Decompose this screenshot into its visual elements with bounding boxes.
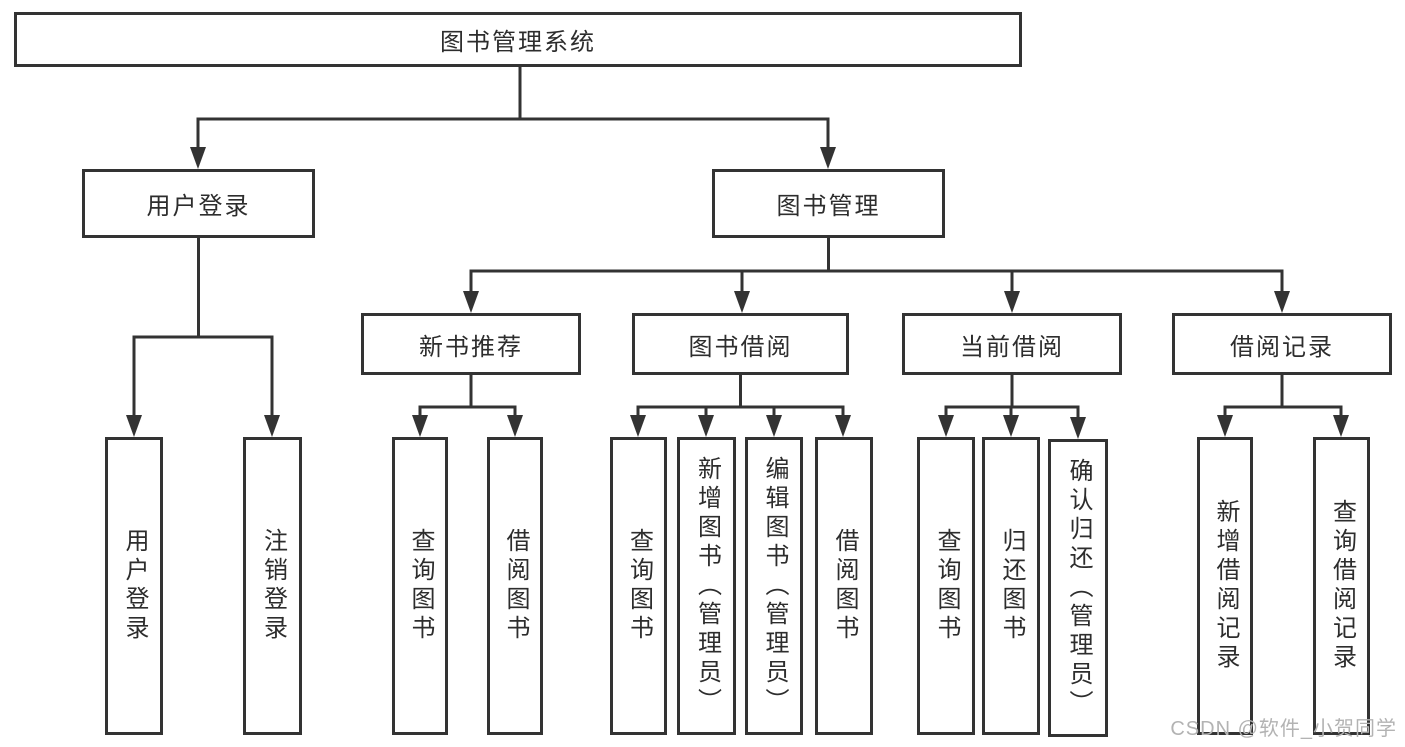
leaf-recommend-query-books: 查询图书 — [392, 437, 448, 735]
leaf-recommend-borrow-books: 借阅图书 — [487, 437, 543, 735]
node-current-borrow: 当前借阅 — [902, 313, 1122, 375]
node-root-label: 图书管理系统 — [440, 29, 596, 56]
leaf-confirm-return-admin: 确认归还（管理员） — [1048, 439, 1108, 737]
leaf-borrow-query-books-label: 查询图书 — [625, 528, 653, 644]
leaf-logout-label: 注销登录 — [259, 528, 287, 644]
leaf-borrow-query-books: 查询图书 — [610, 437, 667, 735]
leaf-add-book-admin: 新增图书（管理员） — [677, 437, 736, 735]
node-new-book-recommend-label: 新书推荐 — [419, 333, 523, 361]
node-root: 图书管理系统 — [14, 12, 1022, 67]
leaf-return-books: 归还图书 — [982, 437, 1040, 735]
leaf-logout: 注销登录 — [243, 437, 302, 735]
leaf-current-query-books-label: 查询图书 — [933, 528, 960, 644]
node-user-login: 用户登录 — [82, 169, 315, 238]
leaf-add-book-admin-label: 新增图书（管理员） — [693, 455, 721, 717]
leaf-query-borrow-record-label: 查询借阅记录 — [1328, 499, 1356, 673]
csdn-watermark: CSDN @软件_小贺同学 — [1170, 718, 1397, 740]
leaf-borrow-books-label: 借阅图书 — [831, 528, 858, 644]
arrowhead-group — [126, 147, 1349, 439]
leaf-user-login-label: 用户登录 — [121, 528, 148, 644]
leaf-confirm-return-admin-label: 确认归还（管理员） — [1065, 457, 1092, 719]
leaf-edit-book-admin: 编辑图书（管理员） — [745, 437, 803, 735]
leaf-recommend-query-books-label: 查询图书 — [407, 528, 434, 644]
node-book-borrow-label: 图书借阅 — [688, 333, 793, 361]
leaf-borrow-books: 借阅图书 — [815, 437, 873, 735]
leaf-current-query-books: 查询图书 — [917, 437, 975, 735]
leaf-user-login: 用户登录 — [105, 437, 163, 735]
node-new-book-recommend: 新书推荐 — [361, 313, 581, 375]
node-user-login-label: 用户登录 — [146, 193, 251, 220]
leaf-return-books-label: 归还图书 — [998, 528, 1025, 644]
node-borrow-records: 借阅记录 — [1172, 313, 1392, 375]
leaf-add-borrow-record: 新增借阅记录 — [1197, 437, 1253, 735]
leaf-add-borrow-record-label: 新增借阅记录 — [1212, 499, 1239, 673]
connector-line-group — [132, 67, 1343, 421]
node-book-management: 图书管理 — [712, 169, 945, 238]
node-book-borrow: 图书借阅 — [632, 313, 849, 375]
node-borrow-records-label: 借阅记录 — [1230, 333, 1334, 361]
leaf-edit-book-admin-label: 编辑图书（管理员） — [761, 455, 788, 717]
node-book-management-label: 图书管理 — [776, 193, 881, 220]
leaf-query-borrow-record: 查询借阅记录 — [1313, 437, 1370, 735]
leaf-recommend-borrow-books-label: 借阅图书 — [502, 528, 529, 644]
node-current-borrow-label: 当前借阅 — [960, 333, 1064, 361]
